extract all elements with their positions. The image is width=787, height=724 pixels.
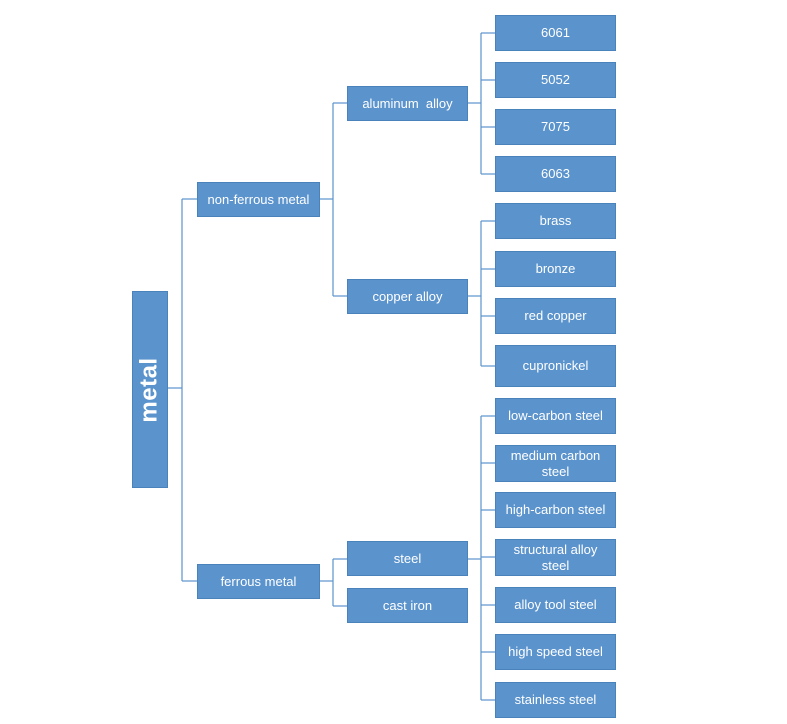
leaf-high-speed-steel: high speed steel xyxy=(495,634,616,670)
leaf-5052: 5052 xyxy=(495,62,616,98)
node-cast-iron: cast iron xyxy=(347,588,468,623)
node-aluminum-alloy: aluminum alloy xyxy=(347,86,468,121)
node-ferrous-metal: ferrous metal xyxy=(197,564,320,599)
node-copper-alloy: copper alloy xyxy=(347,279,468,314)
leaf-red-copper: red copper xyxy=(495,298,616,334)
leaf-bronze: bronze xyxy=(495,251,616,287)
leaf-alloy-tool-steel: alloy tool steel xyxy=(495,587,616,623)
leaf-brass: brass xyxy=(495,203,616,239)
leaf-structural-alloy-steel: structural alloy steel xyxy=(495,539,616,576)
leaf-high-carbon-steel: high-carbon steel xyxy=(495,492,616,528)
leaf-medium-carbon-steel: medium carbon steel xyxy=(495,445,616,482)
leaf-low-carbon-steel: low-carbon steel xyxy=(495,398,616,434)
leaf-stainless-steel: stainless steel xyxy=(495,682,616,718)
leaf-6063: 6063 xyxy=(495,156,616,192)
node-non-ferrous-metal: non-ferrous metal xyxy=(197,182,320,217)
node-steel: steel xyxy=(347,541,468,576)
leaf-cupronickel: cupronickel xyxy=(495,345,616,387)
root-node-label: metal xyxy=(136,356,164,423)
leaf-6061: 6061 xyxy=(495,15,616,51)
leaf-7075: 7075 xyxy=(495,109,616,145)
root-node-metal: metal xyxy=(132,291,168,488)
